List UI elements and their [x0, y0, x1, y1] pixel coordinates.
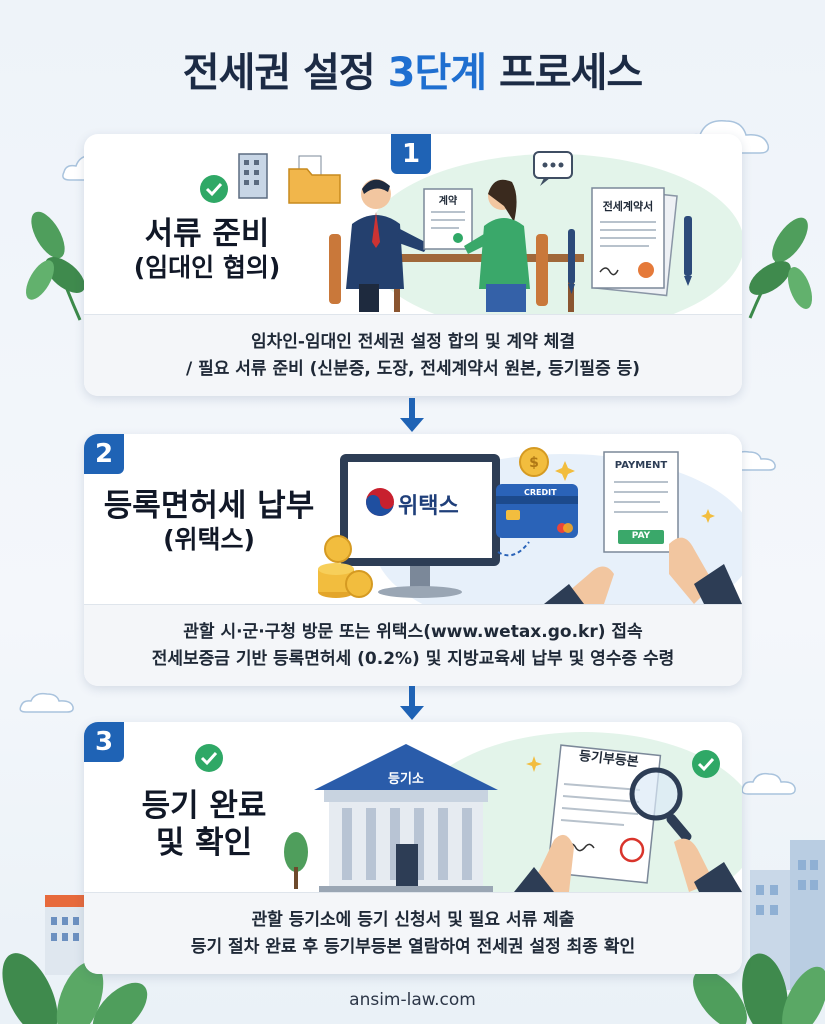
- step-number-badge: 3: [84, 722, 124, 762]
- hand-icon: [514, 834, 574, 892]
- svg-text:$: $: [529, 455, 539, 471]
- desc-line: 관할 등기소에 등기 신청서 및 필요 서류 제출: [251, 910, 575, 931]
- step-title-main: 등록면허세 납부: [103, 488, 315, 524]
- footer-site-link[interactable]: ansim-law.com: [349, 990, 476, 1010]
- title-accent: 3단계: [387, 50, 487, 96]
- step-description: 임차인-임대인 전세권 설정 합의 및 계약 체결 / 필요 서류 준비 (신분…: [84, 314, 742, 396]
- cloud-icon: [19, 692, 74, 713]
- desc-line: / 필요 서류 준비 (신분증, 도장, 전세계약서 원본, 등기필증 등): [185, 358, 641, 379]
- contract-paper-stack: [591, 187, 678, 297]
- desc-line: 임차인-임대인 전세권 설정 합의 및 계약 체결: [250, 332, 576, 353]
- register-document: [546, 744, 662, 884]
- leaf-plant-icon: [26, 211, 85, 321]
- coin-stack-icon: [318, 535, 373, 598]
- woman-figure: [464, 179, 530, 312]
- credit-card-icon: [496, 484, 578, 538]
- step-title: 서류 준비 (임대인 협의): [112, 216, 302, 283]
- step-card-1: 1 서류 준비 (임대인 협의) 계약 전세계약서 임차인-임대인 전세권 설정…: [84, 134, 742, 396]
- step-title-sub: (위택스): [163, 525, 255, 555]
- tree-icon: [284, 832, 308, 889]
- folder-icon: [288, 155, 341, 204]
- step-number-badge: 2: [84, 434, 124, 474]
- desc-line: 등기 절차 완료 후 등기부등본 열람하여 전세권 설정 최종 확인: [190, 936, 636, 957]
- city-building-icon: [45, 895, 85, 975]
- contract-document: [423, 188, 473, 250]
- building-label: 등기소: [388, 772, 424, 787]
- step-title-sub: 및 확인: [155, 825, 253, 862]
- step2-illustration: $: [318, 447, 742, 604]
- title-prefix: 전세권 설정: [182, 50, 388, 96]
- desc-line: 관할 시·군·구청 방문 또는 위택스(www.wetax.go.kr) 접속: [183, 622, 643, 643]
- step-title-main: 등기 완료: [141, 788, 267, 824]
- step-description: 관할 등기소에 등기 신청서 및 필요 서류 제출 등기 절차 완료 후 등기부…: [84, 892, 742, 974]
- man-figure: [346, 179, 429, 312]
- step-title: 등기 완료 및 확인: [124, 788, 284, 862]
- arrow-down-icon: [400, 686, 424, 720]
- page-title: 전세권 설정 3단계 프로세스: [0, 40, 825, 98]
- check-icon: [692, 750, 720, 778]
- magnifier-icon: [629, 767, 692, 842]
- step-title-sub: (임대인 협의): [133, 253, 281, 283]
- hand-icon: [544, 566, 614, 604]
- receipt-label: PAYMENT: [614, 460, 668, 471]
- sparkle-icon: [701, 509, 715, 523]
- office-building-icon: [238, 153, 268, 199]
- hand-pointer-icon: [669, 537, 742, 604]
- check-icon: [195, 744, 223, 772]
- step3-illustration: [195, 732, 742, 892]
- step-card-3: 3 등기 완료 및 확인 등기소 등기부등본 관할 등기소에 등기 신청서 및 …: [84, 722, 742, 974]
- doc-label: 계약: [438, 196, 458, 207]
- pen-icon: [684, 216, 692, 286]
- card-label: CREDIT: [524, 488, 557, 497]
- sparkle-icon: [526, 756, 542, 772]
- receipt-icon: [603, 451, 679, 553]
- desc-line: 전세보증금 기반 등록면허세 (0.2%) 및 지방교육세 납부 및 영수증 수…: [151, 648, 675, 669]
- hand-icon: [674, 838, 742, 892]
- check-icon: [200, 175, 228, 203]
- title-suffix: 프로세스: [486, 50, 643, 96]
- step1-illustration: [200, 151, 742, 314]
- step-title: 등록면허세 납부 (위택스): [94, 488, 324, 555]
- step-number-badge: 1: [391, 134, 431, 174]
- sparkle-icon: [555, 461, 575, 481]
- arrow-down-icon: [400, 398, 424, 432]
- chat-bubble-icon: [533, 151, 573, 186]
- pen-icon: [568, 229, 575, 294]
- leaf-plant-icon: [748, 217, 813, 319]
- computer-monitor: [340, 454, 500, 598]
- step-card-2: $ 2 등록면허세 납부 (위택스) 위택스 CREDIT PAYMENT PA…: [84, 434, 742, 686]
- contract-label: 전세계약서: [602, 200, 654, 213]
- screen-label: 위택스: [398, 494, 459, 519]
- courthouse-building: [314, 744, 498, 892]
- step-title-main: 서류 준비: [144, 216, 270, 252]
- step-description: 관할 시·군·구청 방문 또는 위택스(www.wetax.go.kr) 접속 …: [84, 604, 742, 686]
- taegeuk-logo-icon: [366, 488, 394, 516]
- cloud-icon: [741, 772, 796, 795]
- leaf-plant-icon: [693, 953, 825, 1024]
- coin-icon: $: [519, 447, 549, 477]
- pay-label: PAY: [631, 531, 651, 541]
